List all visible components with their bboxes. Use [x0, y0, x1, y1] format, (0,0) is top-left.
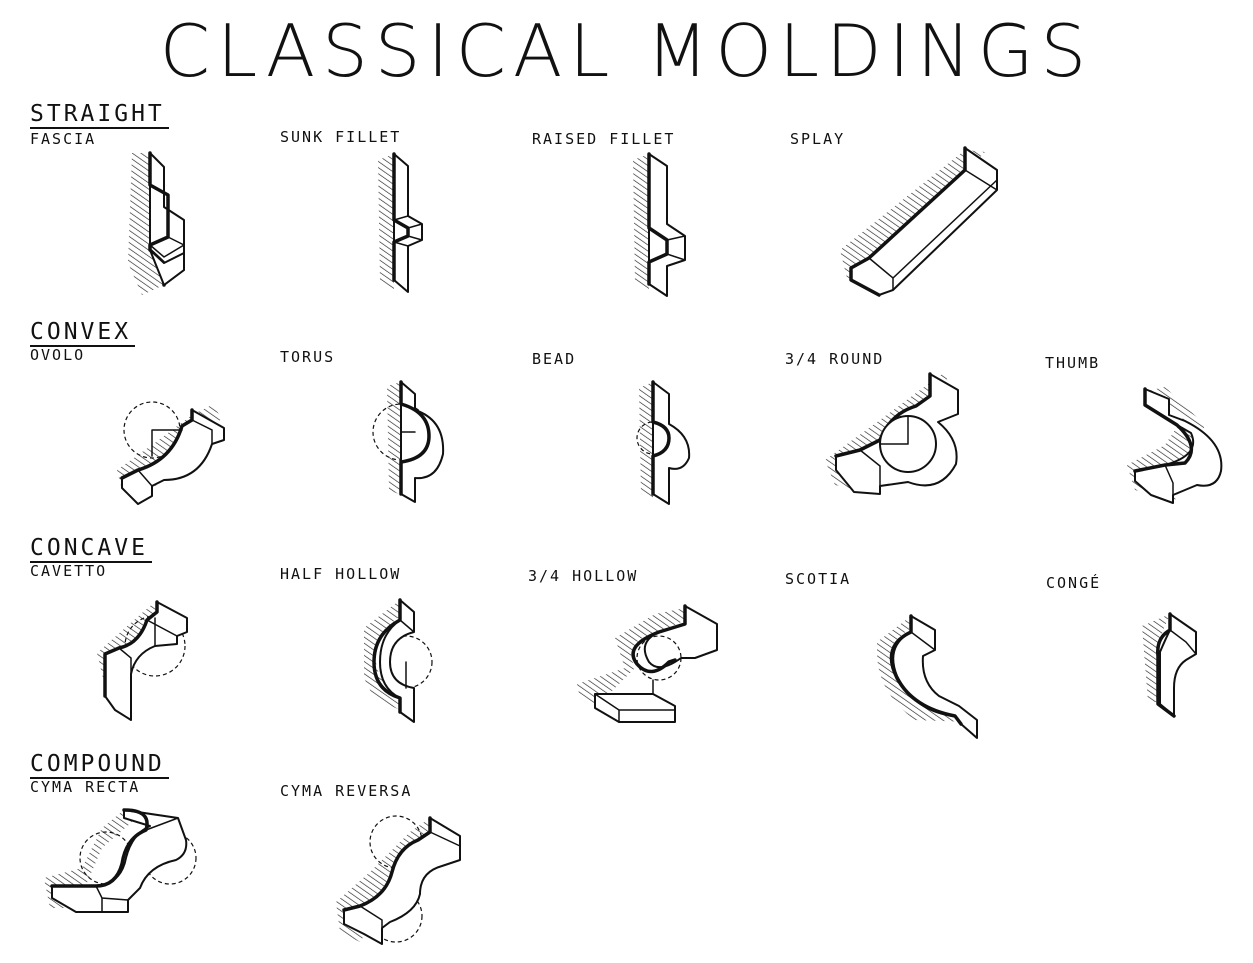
cavetto-drawing	[97, 598, 205, 728]
label-thumb: THUMB	[1045, 354, 1101, 372]
label-three-quarter-hollow: 3/4 HOLLOW	[528, 567, 639, 585]
category-compound: COMPOUND	[30, 752, 169, 779]
label-bead: BEAD	[532, 350, 577, 368]
fascia-drawing	[128, 145, 200, 295]
three-quarter-round-drawing	[825, 372, 970, 500]
sunk-fillet-drawing	[378, 150, 440, 300]
three-quarter-hollow-drawing	[577, 598, 725, 728]
scotia-drawing	[877, 612, 985, 742]
label-three-quarter-round: 3/4 ROUND	[785, 350, 885, 368]
label-sunk-fillet: SUNK FILLET	[280, 128, 402, 146]
cyma-reversa-drawing	[336, 812, 470, 952]
torus-drawing	[365, 380, 445, 510]
label-fascia: FASCIA	[30, 130, 97, 148]
label-cyma-reversa: CYMA REVERSA	[280, 782, 413, 800]
label-scotia: SCOTIA	[785, 570, 852, 588]
thumb-drawing	[1127, 387, 1235, 510]
label-raised-fillet: RAISED FILLET	[532, 130, 676, 148]
label-torus: TORUS	[280, 348, 336, 366]
label-conge: CONGÉ	[1046, 574, 1102, 592]
category-straight: STRAIGHT	[30, 102, 169, 129]
label-cyma-recta: CYMA RECTA	[30, 778, 141, 796]
label-cavetto: CAVETTO	[30, 562, 108, 580]
label-splay: SPLAY	[790, 130, 846, 148]
ovolo-drawing	[117, 400, 232, 510]
label-half-hollow: HALF HOLLOW	[280, 565, 402, 583]
half-hollow-drawing	[364, 598, 450, 728]
splay-drawing	[840, 140, 1010, 300]
raised-fillet-drawing	[633, 150, 695, 300]
conge-drawing	[1142, 612, 1210, 722]
category-concave: CONCAVE	[30, 536, 152, 563]
category-convex: CONVEX	[30, 320, 136, 347]
page-title: CLASSICAL MOLDINGS	[159, 9, 1094, 93]
cyma-recta-drawing	[44, 808, 202, 918]
bead-drawing	[625, 380, 705, 510]
label-ovolo: OVOLO	[30, 346, 86, 364]
